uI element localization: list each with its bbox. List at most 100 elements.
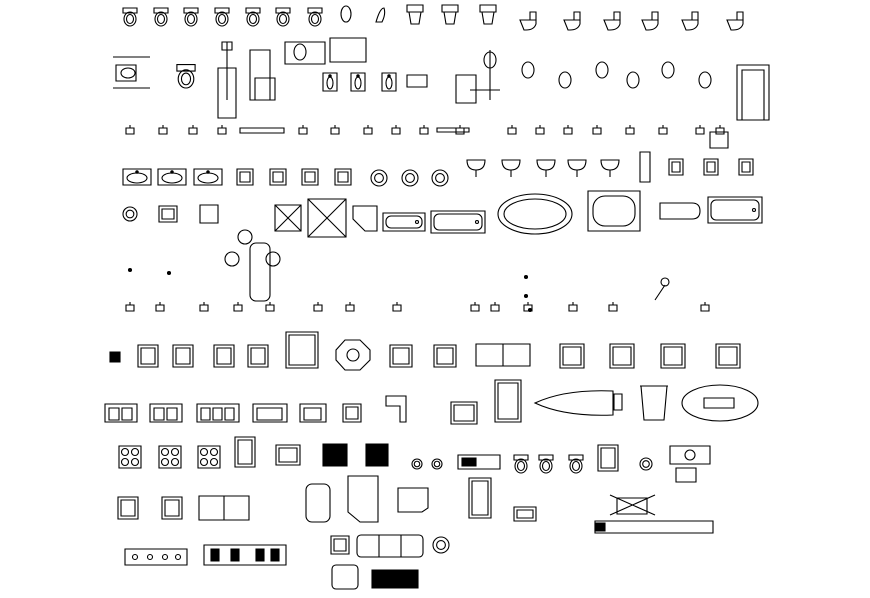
boat-sink-icon bbox=[535, 391, 622, 416]
urinal-icon bbox=[596, 62, 608, 78]
corner-bathtub-icon bbox=[588, 191, 640, 231]
bath-accessory-icon bbox=[392, 125, 400, 134]
pipework-icon bbox=[456, 50, 500, 103]
hob-icon bbox=[323, 444, 347, 466]
bath-accessory-icon bbox=[593, 125, 601, 134]
tap-icon bbox=[314, 302, 322, 311]
urinal-icon bbox=[699, 72, 711, 88]
washer-icon bbox=[598, 445, 618, 471]
wash-basin-icon bbox=[351, 73, 365, 91]
bathtub-icon bbox=[660, 203, 700, 219]
toilet-icon bbox=[215, 8, 229, 26]
rug-icon bbox=[372, 570, 418, 588]
tap-icon bbox=[701, 302, 709, 311]
basin-front-icon bbox=[537, 160, 555, 177]
basin-front-icon bbox=[568, 160, 586, 177]
toilet-side-icon bbox=[642, 12, 658, 30]
refrigerator-icon bbox=[306, 484, 330, 522]
kitchen-sink-icon bbox=[253, 404, 287, 422]
toilet-icon bbox=[569, 455, 583, 473]
round-basin-icon bbox=[123, 207, 137, 221]
bath-accessory-icon bbox=[536, 125, 544, 134]
kitchen-counter-icon bbox=[204, 545, 286, 565]
tall-fridge-icon bbox=[469, 478, 491, 518]
cooktop-icon bbox=[198, 446, 220, 468]
dining-table-icon bbox=[610, 495, 655, 515]
base-cabinet-icon bbox=[199, 496, 249, 520]
toilet-side-icon bbox=[604, 12, 620, 30]
round-basin-icon bbox=[402, 170, 418, 186]
wash-basin-icon bbox=[382, 73, 396, 91]
toilet-side-icon bbox=[682, 12, 698, 30]
wash-basin-icon bbox=[159, 206, 177, 222]
toilet-side-icon bbox=[520, 12, 536, 30]
bath-accessory-icon bbox=[126, 125, 134, 134]
toilet-icon bbox=[514, 455, 528, 473]
bathtub-icon bbox=[383, 213, 425, 231]
wash-basin-icon bbox=[123, 169, 151, 185]
oven-icon bbox=[451, 402, 477, 424]
bath-accessory-icon bbox=[564, 125, 572, 134]
bath-accessory-icon bbox=[159, 125, 167, 134]
toilet-icon bbox=[154, 8, 168, 26]
bathtub-icon bbox=[431, 211, 485, 233]
wash-basin-icon bbox=[323, 73, 337, 91]
toilet-icon bbox=[246, 8, 260, 26]
basin-plan-icon bbox=[704, 159, 718, 175]
tap-icon bbox=[569, 302, 577, 311]
fitting-icon bbox=[129, 269, 132, 272]
round-basin-icon bbox=[432, 170, 448, 186]
counter-strip-icon bbox=[595, 521, 713, 533]
bidet-icon bbox=[341, 6, 351, 22]
toilet-front-icon bbox=[480, 5, 496, 24]
washing-machine-icon bbox=[670, 446, 710, 482]
fitting-icon bbox=[525, 295, 528, 298]
tap-icon bbox=[471, 302, 479, 311]
bath-accessory-icon bbox=[420, 125, 428, 134]
oval-bathtub-icon bbox=[498, 194, 572, 234]
range-icon bbox=[235, 437, 255, 467]
trash-bin-icon bbox=[640, 386, 668, 420]
hob-icon bbox=[276, 445, 300, 465]
base-cabinet-icon bbox=[118, 497, 138, 519]
round-table-icon bbox=[336, 340, 370, 370]
toilet-side-icon bbox=[727, 12, 743, 30]
toilet-icon bbox=[184, 8, 198, 26]
range-icon bbox=[495, 380, 521, 422]
fitting-icon bbox=[525, 276, 528, 279]
toilet-front-icon bbox=[442, 5, 458, 24]
bath-accessory-icon bbox=[189, 125, 197, 134]
tap-icon bbox=[393, 302, 401, 311]
bath-accessory-icon bbox=[331, 125, 339, 134]
stove-icon bbox=[331, 536, 349, 554]
cooktop-icon bbox=[119, 446, 141, 468]
basin-plan-icon bbox=[669, 159, 683, 175]
tap-icon bbox=[126, 302, 134, 311]
kitchen-sink-icon bbox=[150, 404, 182, 422]
bathtub-icon bbox=[708, 197, 762, 223]
hand-shower-icon bbox=[655, 278, 669, 300]
shower-tray-icon bbox=[275, 205, 301, 231]
toilet-side-icon bbox=[564, 12, 580, 30]
urinal-icon bbox=[559, 72, 571, 88]
armchair-icon bbox=[332, 565, 358, 589]
oval-island-icon bbox=[682, 385, 758, 421]
angled-table-icon bbox=[398, 488, 428, 512]
bath-accessory-icon bbox=[659, 125, 667, 134]
wheelchair-bath-icon bbox=[225, 230, 280, 301]
small-basin-icon bbox=[412, 459, 422, 469]
appliance-icon bbox=[110, 352, 120, 362]
mixer-icon bbox=[710, 132, 728, 148]
bath-accessory-icon bbox=[299, 125, 307, 134]
bath-accessory-icon bbox=[218, 125, 226, 134]
appliance-icon bbox=[610, 344, 634, 368]
refrigerator-icon bbox=[286, 332, 318, 368]
pedestal-basin-icon bbox=[407, 75, 427, 87]
towel-bar-icon bbox=[437, 128, 469, 132]
appliance-icon bbox=[560, 344, 584, 368]
kitchen-sink-icon bbox=[300, 404, 326, 422]
dishwasher-icon bbox=[343, 404, 361, 422]
pedestal-icon bbox=[640, 152, 650, 182]
